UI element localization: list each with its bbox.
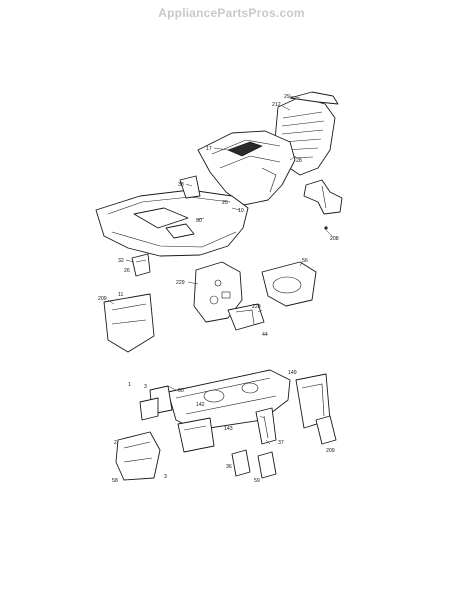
steering-arm[interactable] [255,407,277,445]
fender-support[interactable] [131,253,151,277]
dash-tower[interactable] [261,261,317,307]
callout-labels: 29 212 17 28 38 25 10 30 208 32 26 229 5… [98,94,339,484]
callout-212: 212 [272,102,281,108]
hood-panel[interactable] [197,130,296,206]
callout-143: 143 [224,426,233,432]
callout-17: 17 [206,146,212,152]
callout-229: 229 [176,280,185,286]
callout-142: 142 [196,402,205,408]
front-bracket[interactable] [139,385,173,421]
callout-208-right: 208 [330,236,339,242]
left-side-panel[interactable] [103,293,155,353]
callout-29-top: 29 [284,94,290,100]
callout-209-bottom: 209 [326,448,335,454]
callout-10: 10 [238,208,244,214]
lower-bracket-left[interactable] [231,449,251,477]
callout-58: 58 [112,478,118,484]
callout-44: 44 [262,332,268,338]
battery-box[interactable] [227,303,265,331]
callout-32: 32 [118,258,124,264]
callout-36: 36 [226,464,232,470]
callout-3a: 3 [144,384,147,390]
callout-228: 228 [252,304,261,310]
callout-1: 1 [128,382,131,388]
callout-38: 38 [178,182,184,188]
axle-bracket[interactable] [177,417,215,453]
callout-26: 26 [124,268,130,274]
callout-56: 56 [302,258,308,264]
callout-3b: 3 [164,474,167,480]
callout-28: 28 [296,158,302,164]
lower-bracket-right[interactable] [257,451,277,479]
right-lower-clip[interactable] [315,415,337,445]
callout-60: 60 [178,388,184,394]
leader-lines [107,95,333,445]
callout-2: 2 [114,440,117,446]
front-bumper[interactable] [115,431,161,481]
bolt-icon [324,226,328,230]
callout-209: 209 [98,296,107,302]
hood-bracket[interactable] [303,179,343,215]
callout-149: 149 [288,370,297,376]
callout-59: 59 [254,478,260,484]
watermark-text: AppliancePartsPros.com [158,6,305,20]
callout-25: 25 [222,200,228,206]
callout-37: 37 [278,440,284,446]
fender-deck[interactable] [95,175,249,257]
callout-11: 11 [118,292,123,298]
callout-30: 30 [196,218,202,224]
